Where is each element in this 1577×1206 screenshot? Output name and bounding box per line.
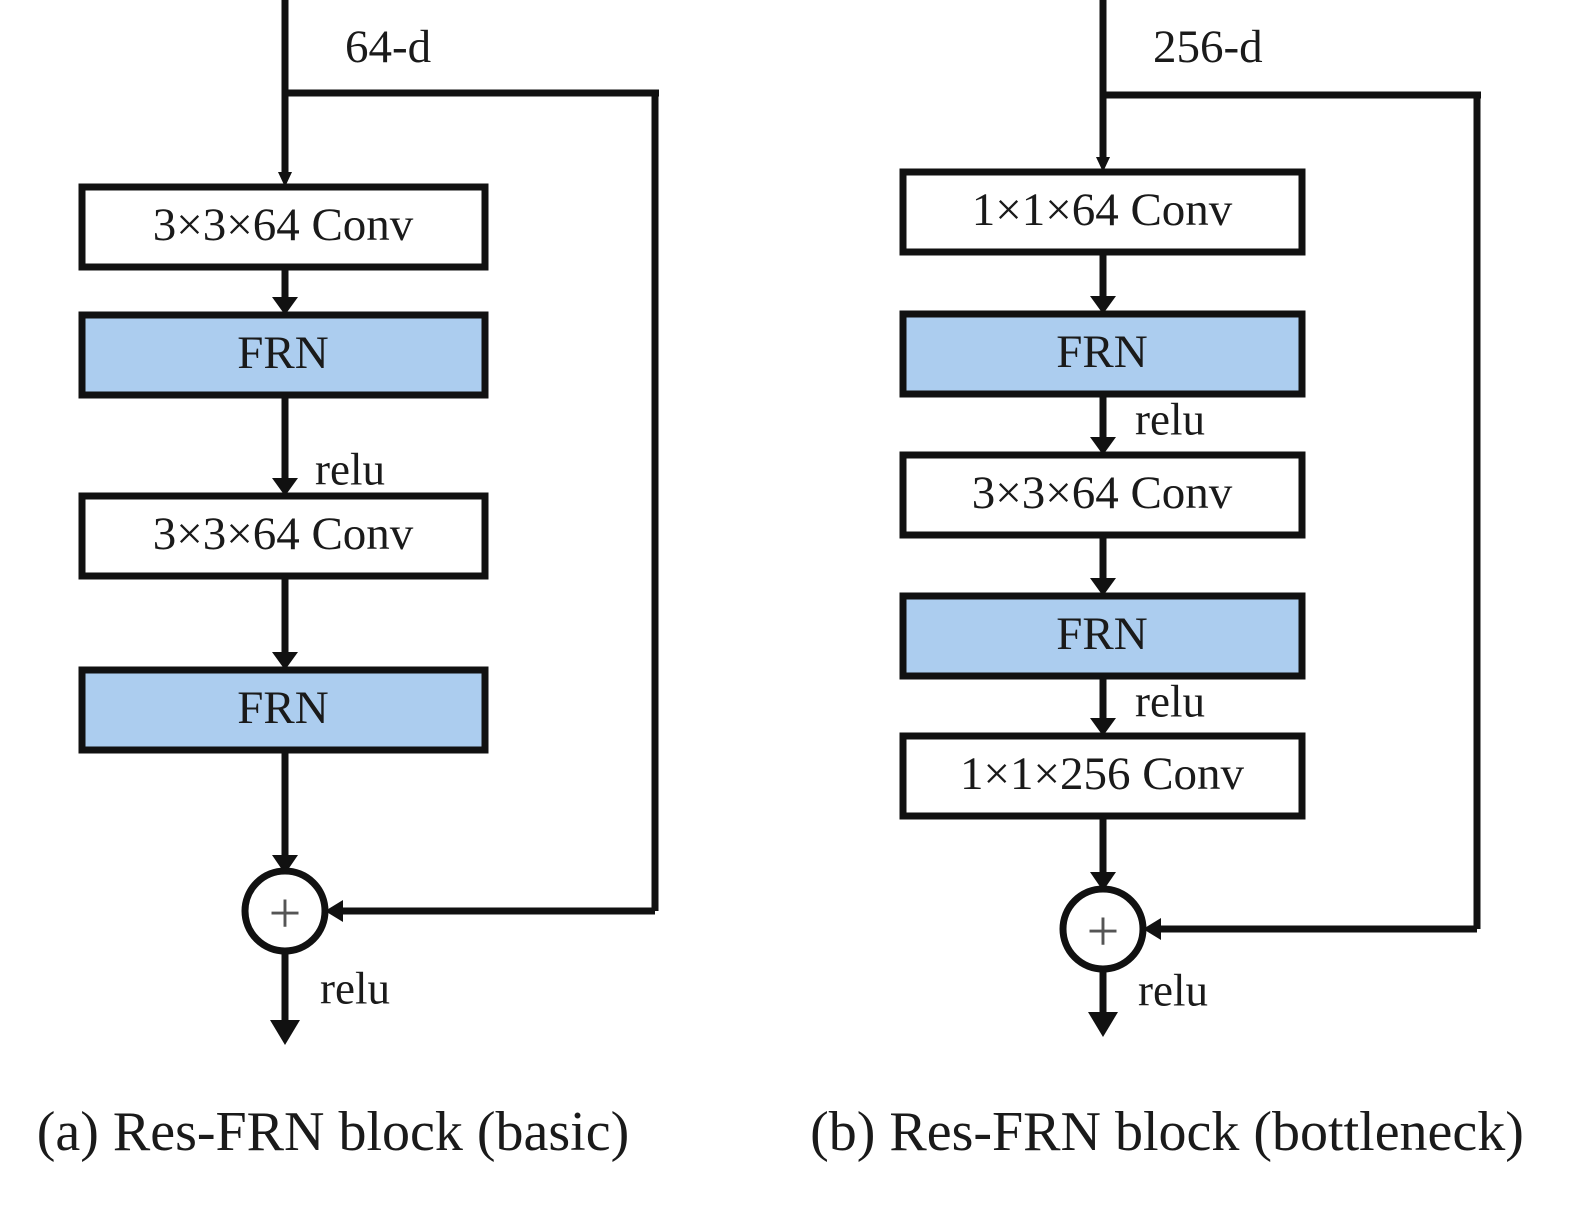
panel-a-skip-arrowhead (325, 900, 343, 922)
panel-a-connector-3-arrowhead (272, 855, 298, 874)
panel-b-connector-4-arrowhead (1090, 872, 1116, 891)
panel-a-merge-symbol: + (269, 881, 302, 946)
panel-b-connector-2-arrowhead (1090, 578, 1116, 596)
panel-b-connector-3-arrowhead (1090, 718, 1116, 736)
panel-a-block-3-label: FRN (237, 682, 328, 734)
panel-b-block-0-label: 1×1×64 Conv (972, 184, 1233, 236)
panel-b-block-2[interactable] (899, 451, 1306, 539)
panel-b: 1×1×64 Conv FRN relu 3×3×64 Conv FRN (810, 0, 1524, 1163)
panel-a-output-arrowhead (270, 1020, 300, 1045)
panel-b-block-0[interactable] (899, 168, 1306, 256)
panel-a-connector-0-arrowhead (272, 297, 298, 315)
panel-a-block-0-label: 3×3×64 Conv (153, 199, 414, 251)
panel-b-input-arrowhead (1096, 157, 1110, 172)
panel-b-skip-arrowhead (1143, 918, 1161, 940)
panel-a-input-dim-label: 64-d (345, 21, 431, 73)
panel-b-connector-0-arrowhead (1090, 296, 1116, 314)
panel-b-block-4-label: 1×1×256 Conv (960, 748, 1245, 800)
panel-a-input-arrowhead (278, 172, 292, 187)
panel-b-output-arrowhead (1088, 1012, 1118, 1037)
panel-b-connector-1-arrowhead (1090, 437, 1116, 455)
panel-b-edge-label-3: relu (1135, 676, 1205, 726)
panel-a-caption: (a) Res-FRN block (basic) (37, 1101, 630, 1163)
panel-b-caption: (b) Res-FRN block (bottleneck) (810, 1101, 1524, 1163)
panel-b-merge-symbol: + (1087, 899, 1120, 964)
panel-b-input-dim-label: 256-d (1153, 21, 1263, 73)
panel-a-block-2-label: 3×3×64 Conv (153, 508, 414, 560)
panel-b-output-relu-label: relu (1138, 965, 1208, 1015)
panel-a-connector-2-arrowhead (272, 652, 298, 670)
panel-a-connector-1-arrowhead (272, 478, 298, 496)
panel-a-block-2[interactable] (78, 492, 489, 580)
panel-a-output-relu-label: relu (320, 963, 390, 1013)
panel-b-edge-label-1: relu (1135, 394, 1205, 444)
panel-b-block-1-label: FRN (1056, 326, 1147, 378)
panel-b-block-3-label: FRN (1056, 608, 1147, 660)
panel-a-edge-label-1: relu (315, 444, 385, 494)
panel-a-block-1-label: FRN (237, 327, 328, 379)
panel-b-block-4[interactable] (899, 732, 1306, 820)
panel-a-block-1[interactable] (78, 311, 489, 399)
panel-a: 3×3×64 Conv FRN relu 3×3×64 Conv FRN (37, 0, 659, 1163)
panel-b-block-2-label: 3×3×64 Conv (972, 467, 1233, 519)
